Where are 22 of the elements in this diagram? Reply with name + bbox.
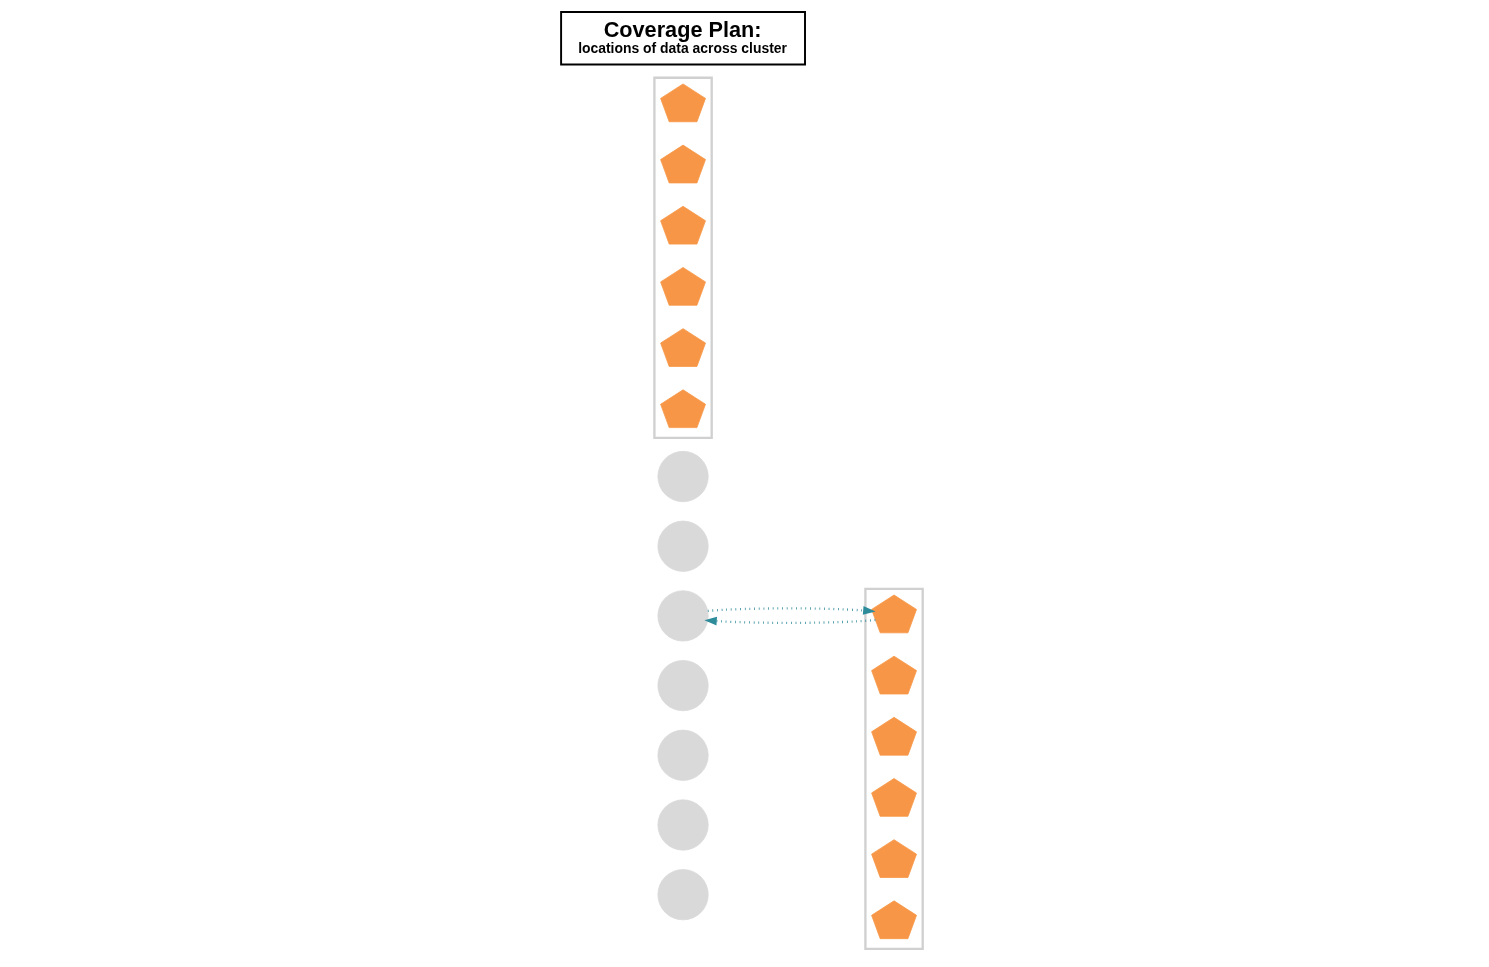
node-pentagon: [659, 267, 706, 306]
node-circle: [657, 660, 709, 712]
node-box: Coverage Plan: locations of data across cluster: [559, 10, 806, 66]
node-circle: [657, 590, 709, 642]
cluster: [652, 76, 713, 439]
node-pentagon: [870, 778, 917, 817]
arrow: [707, 606, 876, 615]
node-pentagon: [659, 205, 706, 245]
node-pentagon: [659, 144, 706, 184]
node-circle: [657, 799, 709, 851]
node-circle: [657, 869, 709, 921]
node-circle: [657, 520, 709, 572]
node-pentagon: [870, 655, 917, 695]
node-pentagon: [659, 83, 706, 123]
node-pentagon: [659, 328, 706, 367]
node-pentagon: [870, 716, 917, 756]
node-pentagon: [870, 594, 917, 634]
node-circle: [657, 451, 709, 503]
node-pentagon: [870, 900, 917, 940]
node-pentagon: [659, 389, 706, 428]
node-pentagon: [870, 839, 917, 878]
node-circle: [657, 729, 709, 781]
